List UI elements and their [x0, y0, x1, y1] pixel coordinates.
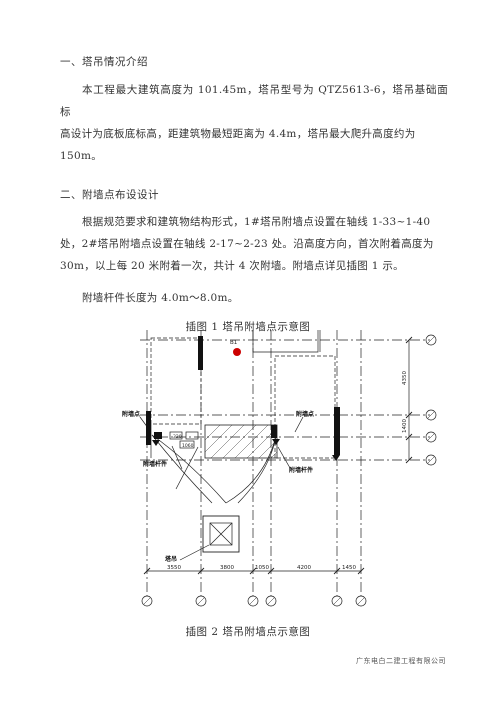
elevation-label: B1 [230, 340, 237, 346]
left-anchor-label: 附墙点 [122, 410, 140, 418]
dim-right-1: 4350 [402, 371, 408, 385]
dim-bottom-2: 3800 [220, 565, 234, 571]
small-dim-b: 1060 [182, 443, 194, 449]
small-dim-a: 320 [173, 434, 182, 440]
dim-bottom-5: 1450 [342, 565, 356, 571]
section1-heading: 一、塔吊情况介绍 [60, 56, 148, 68]
dim-bottom-1: 3550 [167, 565, 181, 571]
section2-paragraph: 根据规范要求和建筑物结构形式，1#塔吊附墙点设置在轴线 1-33~1-40 处，… [60, 211, 448, 277]
section2-heading: 二、附墙点布设设计 [60, 189, 159, 201]
dim-bottom-4: 4200 [297, 565, 311, 571]
dim-right-2: 1400 [402, 419, 408, 433]
section2-line-2: 处，2#塔吊附墙点设置在轴线 2-17~2-23 处。沿高度方向，首次附着高度为 [60, 238, 434, 250]
rod-length-text: 附墙杆件长度为 4.0m～8.0m。 [82, 292, 239, 304]
crane-label: 塔吊 [165, 555, 177, 563]
section2-line-1: 根据规范要求和建筑物结构形式，1#塔吊附墙点设置在轴线 1-33~1-40 [82, 216, 431, 228]
section1-paragraph: 本工程最大建筑高度为 101.45m，塔吊型号为 QTZ5613-6，塔吊基础面… [60, 79, 448, 167]
section1-line-2: 高设计为底板底标高，距建筑物最短距离为 4.4m，塔吊最大爬升高度约为 [60, 128, 416, 140]
company-footer: 广东电白二建工程有限公司 [356, 657, 446, 665]
right-anchor-label: 附墙点 [296, 410, 314, 418]
section2-line-3: 30m，以上每 20 米附着一次，共计 4 次附墙。附墙点详见插图 1 示。 [60, 260, 404, 272]
section1-line-3: 150m。 [60, 150, 102, 162]
figure-caption-top: 插图 1 塔吊附墙点示意图 [185, 321, 311, 333]
left-rod-label: 附墙杆件 [143, 460, 167, 468]
section1-line-1: 本工程最大建筑高度为 101.45m，塔吊型号为 QTZ5613-6，塔吊基础面… [60, 84, 448, 118]
dim-bottom-3: 1050 [255, 565, 269, 571]
right-rod-label: 附墙杆件 [289, 466, 313, 474]
figure-caption-bottom: 插图 2 塔吊附墙点示意图 [185, 626, 311, 638]
